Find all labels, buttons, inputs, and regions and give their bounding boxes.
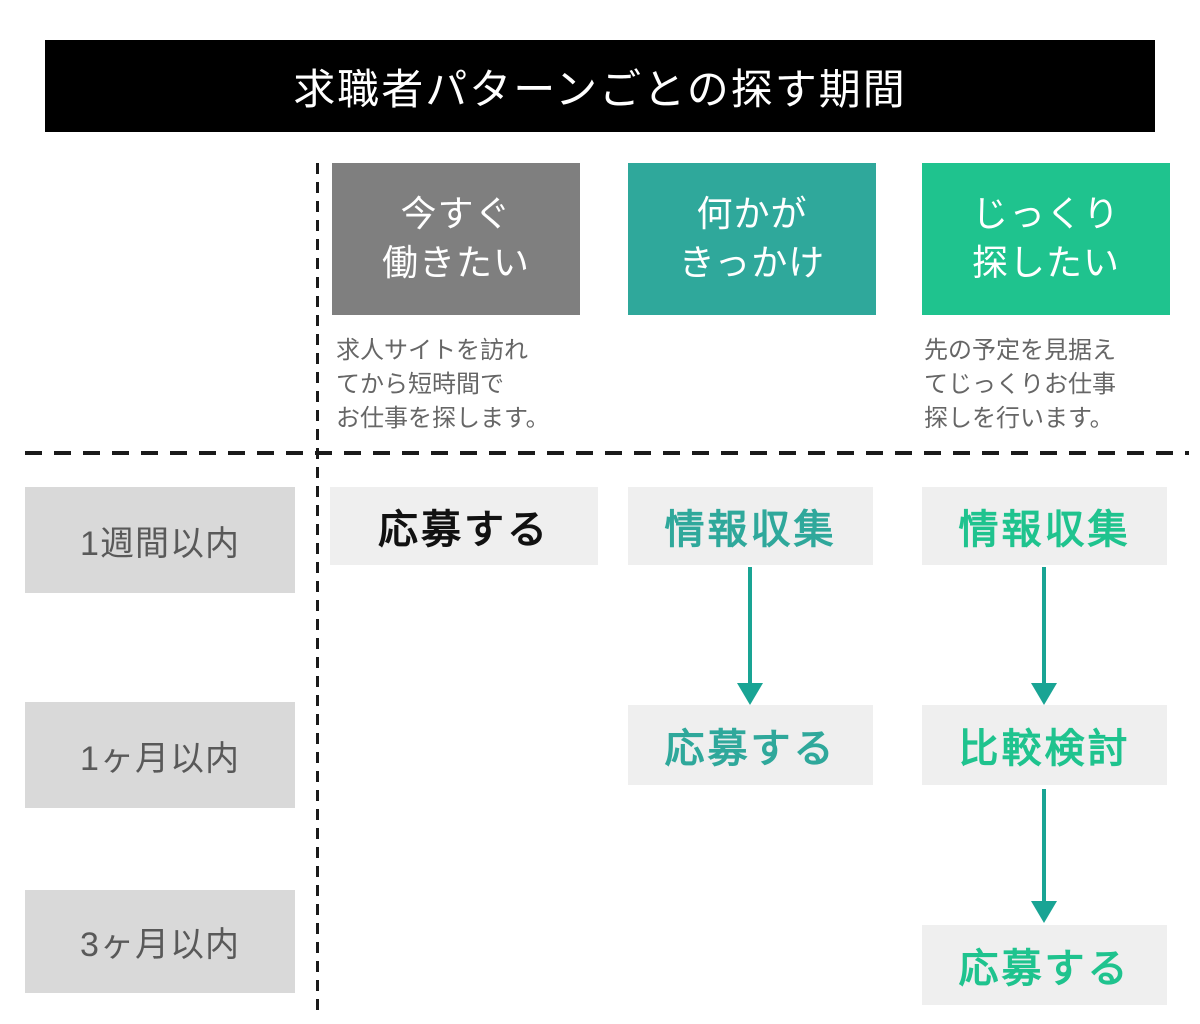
arrow-down-icon [1031, 567, 1057, 705]
arrow-head [1031, 901, 1057, 923]
column-description-work-now: 求人サイトを訪れ てから短時間で お仕事を探します。 [336, 337, 550, 433]
column-header-something-trigger: 何かが きっかけ [628, 163, 876, 315]
step-apply-work-now: 応募する [330, 487, 598, 565]
vertical-dashed-divider [316, 163, 319, 1015]
arrow-shaft [1042, 789, 1046, 901]
step-apply-slowly: 応募する [922, 925, 1167, 1005]
row-label-within-3-months: 3ヶ月以内 [25, 890, 295, 993]
arrow-head [737, 683, 763, 705]
step-gather-info-trigger: 情報収集 [628, 487, 873, 565]
horizontal-dashed-divider [25, 451, 1189, 455]
page-title: 求職者パターンごとの探す期間 [45, 40, 1155, 132]
step-gather-info-slowly: 情報収集 [922, 487, 1167, 565]
arrow-down-icon [737, 567, 763, 705]
step-apply-trigger: 応募する [628, 705, 873, 785]
column-header-work-now: 今すぐ 働きたい [332, 163, 580, 315]
arrow-shaft [748, 567, 752, 683]
column-description-search-slowly: 先の予定を見据え てじっくりお仕事 探しを行います。 [924, 337, 1116, 433]
arrow-head [1031, 683, 1057, 705]
arrow-down-icon [1031, 789, 1057, 923]
row-label-within-1-week: 1週間以内 [25, 487, 295, 593]
column-header-search-slowly: じっくり 探したい [922, 163, 1170, 315]
arrow-shaft [1042, 567, 1046, 683]
row-label-within-1-month: 1ヶ月以内 [25, 702, 295, 808]
step-compare-slowly: 比較検討 [922, 705, 1167, 785]
